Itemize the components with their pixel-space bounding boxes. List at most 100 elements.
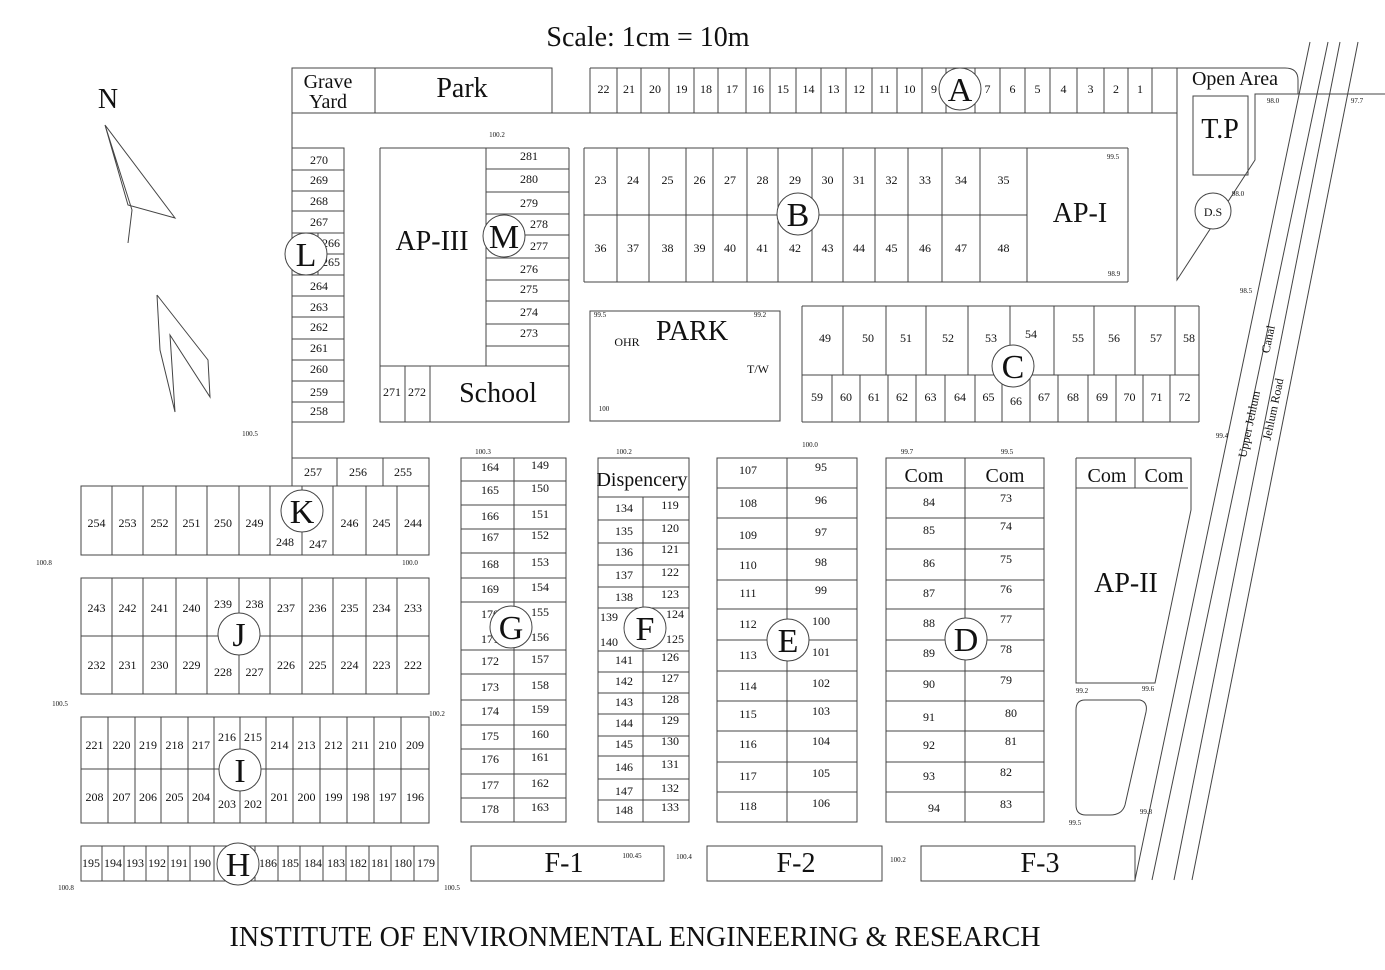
plot-191: 191 (170, 856, 188, 870)
com-label-3: Com (1088, 465, 1127, 487)
plot-42: 42 (789, 241, 801, 255)
north-arrow-tail-icon (156, 294, 211, 413)
plot-143: 143 (615, 695, 633, 709)
plot-73: 73 (1000, 491, 1012, 505)
block-label-k: K (290, 494, 315, 531)
plot-85: 85 (923, 523, 935, 537)
f2-label: F-2 (777, 848, 816, 879)
plot-208: 208 (86, 790, 104, 804)
plot-91: 91 (923, 710, 935, 724)
plot-280: 280 (520, 172, 538, 186)
plot-275: 275 (520, 282, 538, 296)
plot-175: 175 (481, 729, 499, 743)
plot-261: 261 (310, 341, 328, 355)
plot-76: 76 (1000, 582, 1012, 596)
plot-218: 218 (166, 738, 184, 752)
spot-level: 100.8 (36, 559, 52, 567)
plot-53: 53 (985, 331, 997, 345)
plot-51: 51 (900, 331, 912, 345)
spot-level: 100 (599, 405, 610, 413)
plot-158: 158 (531, 678, 549, 692)
plot-177: 177 (481, 778, 499, 792)
plot-13: 13 (828, 82, 840, 96)
plot-93: 93 (923, 769, 935, 783)
plot-169: 169 (481, 582, 499, 596)
plot-70: 70 (1124, 390, 1136, 404)
plot-231: 231 (119, 658, 137, 672)
block-label-h: H (226, 847, 251, 884)
plot-122: 122 (661, 565, 679, 579)
plot-37: 37 (627, 241, 639, 255)
spot-level: 99.5 (1069, 819, 1082, 827)
block-label-i: I (234, 753, 245, 790)
plot-162: 162 (531, 776, 549, 790)
block-marker-b (776, 192, 820, 236)
block-label-m: M (489, 219, 519, 256)
plot-56: 56 (1108, 331, 1120, 345)
plot-2: 2 (1113, 82, 1119, 96)
plot-147: 147 (615, 784, 633, 798)
plot-250: 250 (214, 516, 232, 530)
plot-95: 95 (815, 460, 827, 474)
plot-236: 236 (309, 601, 327, 615)
plot-220: 220 (113, 738, 131, 752)
plot-213: 213 (298, 738, 316, 752)
plot-106: 106 (812, 796, 830, 810)
plot-192: 192 (148, 856, 166, 870)
plot-30: 30 (822, 173, 834, 187)
plot-159: 159 (531, 702, 549, 716)
plot-269: 269 (310, 173, 328, 187)
plot-130: 130 (661, 734, 679, 748)
plot-94: 94 (928, 801, 940, 815)
plot-110: 110 (739, 558, 757, 572)
plot-28: 28 (757, 173, 769, 187)
plot-196: 196 (406, 790, 424, 804)
ap3-boundary (379, 147, 487, 367)
plot-68: 68 (1067, 390, 1079, 404)
plot-190: 190 (193, 856, 211, 870)
plot-245: 245 (373, 516, 391, 530)
f1-label: F-1 (545, 848, 584, 879)
plot-79: 79 (1000, 673, 1012, 687)
plot-69: 69 (1096, 390, 1108, 404)
plot-203: 203 (218, 797, 236, 811)
plot-272: 272 (408, 385, 426, 399)
plot-224: 224 (341, 658, 359, 672)
plot-157: 157 (531, 652, 549, 666)
block-label-l: L (296, 237, 317, 274)
plot-15: 15 (777, 82, 789, 96)
plot-55: 55 (1072, 331, 1084, 345)
plot-33: 33 (919, 173, 931, 187)
plot-17: 17 (726, 82, 738, 96)
plot-219: 219 (139, 738, 157, 752)
school-area (379, 365, 570, 423)
plot-67: 67 (1038, 390, 1050, 404)
f3-area (920, 845, 1136, 882)
plot-83: 83 (1000, 797, 1012, 811)
plot-137: 137 (615, 568, 633, 582)
plot-207: 207 (113, 790, 131, 804)
spot-level: 99.2 (754, 311, 767, 319)
plot-82: 82 (1000, 765, 1012, 779)
plot-256: 256 (349, 465, 367, 479)
block-label-b: B (787, 197, 810, 234)
plot-19: 19 (676, 82, 688, 96)
plot-141: 141 (615, 653, 633, 667)
plot-41: 41 (757, 241, 769, 255)
plot-232: 232 (88, 658, 106, 672)
north-arrow-icon (104, 124, 177, 244)
plot-257: 257 (304, 465, 322, 479)
spot-level: 99.4 (1216, 432, 1229, 440)
plot-145: 145 (615, 737, 633, 751)
plot-215: 215 (244, 730, 262, 744)
block-marker-d (944, 617, 988, 661)
plot-127: 127 (661, 671, 679, 685)
plot-50: 50 (862, 331, 874, 345)
spot-level: 98.0 (1232, 190, 1245, 198)
spot-level: 100.4 (676, 853, 692, 861)
plot-252: 252 (151, 516, 169, 530)
plot-109: 109 (739, 528, 757, 542)
spot-level: 99.8 (1140, 808, 1153, 816)
plot-20: 20 (649, 82, 661, 96)
plot-21: 21 (623, 82, 635, 96)
